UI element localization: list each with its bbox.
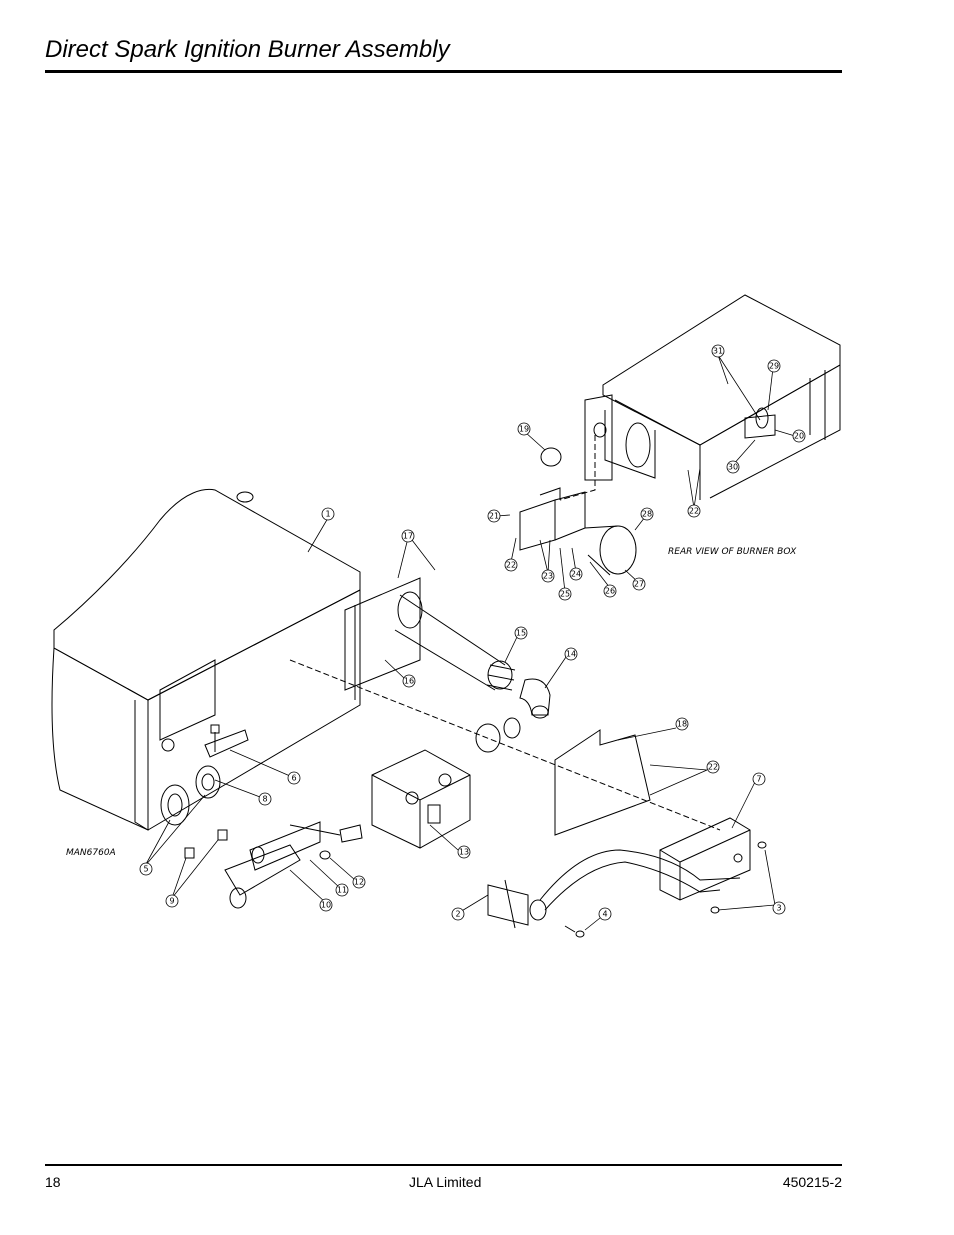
- callout-20: 20: [794, 432, 804, 441]
- callout-2: 2: [455, 910, 460, 919]
- footer-rule: [45, 1164, 842, 1166]
- callout-19: 19: [519, 425, 529, 434]
- callout-10: 10: [321, 901, 331, 910]
- burner-box-top: [53, 489, 361, 701]
- callout-14: 14: [566, 650, 576, 659]
- callout-8: 8: [262, 795, 267, 804]
- page-number: 18: [45, 1174, 61, 1190]
- gasket-ring: [160, 784, 190, 826]
- callout-12: 12: [354, 878, 364, 887]
- mounting-plate: [344, 577, 421, 691]
- callout-26: 26: [605, 587, 615, 596]
- callout-7: 7: [756, 775, 761, 784]
- callout-28: 28: [642, 510, 652, 519]
- elbow-fitting: [519, 678, 551, 716]
- callout-6: 6: [291, 774, 296, 783]
- callout-25: 25: [560, 590, 570, 599]
- drawing-id: MAN6760A: [66, 848, 116, 858]
- document-number: 450215-2: [782, 1174, 842, 1190]
- callout-22-main: 22: [708, 763, 718, 772]
- callout-21: 21: [489, 512, 499, 521]
- rear-gasket: [599, 525, 637, 575]
- callout-1: 1: [325, 510, 330, 519]
- callout-4: 4: [602, 910, 607, 919]
- callout-30: 30: [728, 463, 738, 472]
- rear-view-note: REAR VIEW OF BURNER BOX: [668, 547, 797, 557]
- bracket: [554, 729, 651, 836]
- callout-16: 16: [404, 677, 414, 686]
- callout-5: 5: [143, 865, 148, 874]
- callout-24: 24: [571, 570, 581, 579]
- burner-box-front: [51, 647, 149, 831]
- burner-box-side: [147, 589, 361, 831]
- callout-22-bracket: 22: [506, 561, 516, 570]
- control-box: [659, 817, 751, 901]
- page-title: Direct Spark Ignition Burner Assembly: [45, 36, 450, 63]
- callout-22-rear: 22: [689, 507, 699, 516]
- callout-13: 13: [459, 848, 469, 857]
- callout-11: 11: [337, 886, 347, 895]
- callout-3: 3: [776, 904, 781, 913]
- callout-31: 31: [713, 347, 723, 356]
- callout-17: 17: [403, 532, 413, 541]
- gas-valve: [371, 749, 471, 849]
- callout-27: 27: [634, 580, 644, 589]
- callout-23: 23: [543, 572, 553, 581]
- callout-29: 29: [769, 362, 779, 371]
- rear-box-top: [602, 294, 841, 446]
- company-name: JLA Limited: [409, 1174, 482, 1190]
- title-rule: [45, 70, 842, 73]
- callout-15: 15: [516, 629, 526, 638]
- callout-9: 9: [169, 897, 174, 906]
- callout-18: 18: [677, 720, 687, 729]
